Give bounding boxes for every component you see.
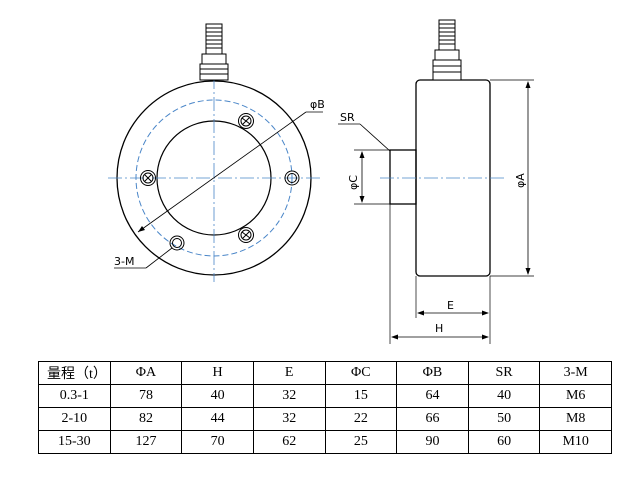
dim-b-arrow — [138, 226, 145, 232]
front-cable-gland — [199, 23, 229, 81]
label-phi-a: φA — [514, 173, 527, 188]
dim-h-arrow-left — [391, 334, 398, 340]
table-cell: M6 — [539, 384, 612, 408]
table-cell: 64 — [396, 384, 469, 408]
col-header-sr: SR — [467, 361, 541, 385]
dim-a-arrow-top — [525, 81, 531, 88]
mount-hole-bottom-left-inner — [172, 238, 182, 248]
table-cell: 90 — [396, 430, 469, 454]
label-e: E — [447, 299, 454, 312]
col-header-3m: 3-M — [539, 361, 612, 385]
dim-3m-leader-diag — [145, 247, 173, 269]
spec-table: 量程（t） ΦA H E ΦC ΦB SR 3-M 0.3-1 78 40 32… — [38, 361, 612, 454]
dim-e-arrow-left — [417, 310, 424, 316]
side-view — [338, 19, 534, 344]
table-row: 2-10 82 44 32 22 66 50 M8 — [38, 407, 612, 431]
table-cell: 15-30 — [38, 430, 111, 454]
table-cell: M8 — [539, 407, 612, 431]
table-cell: 60 — [467, 430, 541, 454]
dim-b-line — [137, 111, 307, 233]
table-header-row: 量程（t） ΦA H E ΦC ΦB SR 3-M — [38, 361, 612, 385]
label-sr: SR — [340, 111, 355, 124]
table-cell: 0.3-1 — [38, 384, 111, 408]
col-header-e: E — [252, 361, 326, 385]
col-header-range: 量程（t） — [38, 361, 111, 385]
table-cell: 44 — [181, 407, 254, 431]
mount-hole-right-inner — [287, 173, 297, 183]
table-row: 15-30 127 70 62 25 90 60 M10 — [38, 430, 612, 454]
table-cell: 62 — [252, 430, 326, 454]
col-header-phi-b: ΦB — [396, 361, 469, 385]
front-view — [108, 23, 323, 282]
dim-e-arrow-right — [482, 310, 489, 316]
table-cell: 40 — [181, 384, 254, 408]
table-cell: 2-10 — [38, 407, 111, 431]
table-cell: 50 — [467, 407, 541, 431]
table-cell: M10 — [539, 430, 612, 454]
label-phi-c: φC — [347, 175, 360, 190]
table-cell: 15 — [324, 384, 398, 408]
dim-h-arrow-right — [482, 334, 489, 340]
dim-c-arrow-top — [359, 151, 365, 158]
screw-hole-left — [140, 170, 156, 186]
table-cell: 25 — [324, 430, 398, 454]
label-3m: 3-M — [114, 255, 134, 268]
screw-hole-bottom-right — [238, 227, 254, 243]
table-cell: 82 — [109, 407, 183, 431]
mount-hole-right — [284, 170, 300, 186]
table-cell: 40 — [467, 384, 541, 408]
table-cell: 22 — [324, 407, 398, 431]
table-cell: 78 — [109, 384, 183, 408]
side-cable-gland — [432, 19, 462, 81]
label-phi-b: φB — [310, 98, 325, 111]
dim-sr-leader — [359, 123, 391, 152]
table-cell: 32 — [252, 384, 326, 408]
mount-hole-bottom-left — [169, 235, 185, 251]
table-cell: 127 — [109, 430, 183, 454]
label-h: H — [435, 322, 443, 335]
col-header-phi-c: ΦC — [324, 361, 398, 385]
col-header-h: H — [181, 361, 254, 385]
table-row: 0.3-1 78 40 32 15 64 40 M6 — [38, 384, 612, 408]
table-cell: 70 — [181, 430, 254, 454]
col-header-phi-a: ΦA — [109, 361, 183, 385]
dim-c-arrow-bottom — [359, 196, 365, 203]
side-boss — [389, 149, 417, 205]
screw-hole-top-right — [238, 113, 254, 129]
table-cell: 66 — [396, 407, 469, 431]
table-cell: 32 — [252, 407, 326, 431]
dim-a-arrow-bottom — [525, 268, 531, 275]
technical-drawing: φB 3-M — [108, 19, 534, 344]
